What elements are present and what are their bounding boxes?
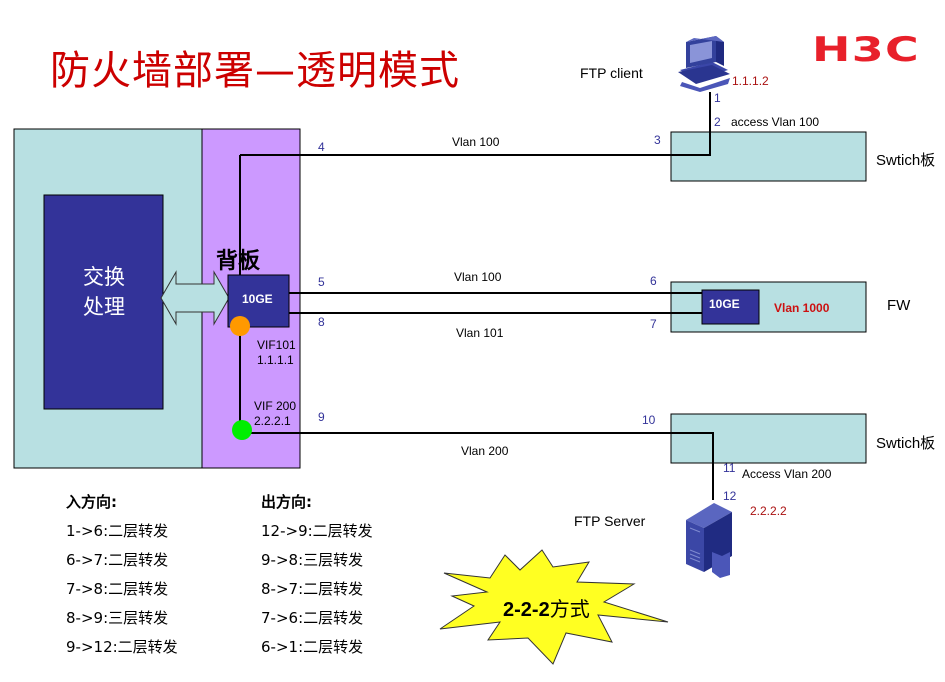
link-fw-lower-vlan: Vlan 101 — [456, 326, 504, 340]
badge-text: 2-2-2方式 — [503, 593, 590, 622]
outbound-row: 12->9:二层转发 — [261, 522, 373, 540]
link-bottom-vlan: Vlan 200 — [461, 444, 509, 458]
badge-suffix: 方式 — [549, 597, 590, 621]
badge-number: 2-2-2 — [503, 599, 550, 621]
vif200-name: VIF 200 — [254, 399, 297, 413]
firewall-module-label: 10GE — [709, 297, 740, 311]
switch-core-label: 交换 处理 — [78, 262, 130, 322]
inbound-row: 8->9:三层转发 — [66, 609, 169, 627]
firewall-vlan: Vlan 1000 — [774, 301, 830, 315]
port-11: 11 — [723, 461, 736, 475]
vif101-dot — [230, 316, 250, 336]
inbound-row: 9->12:二层转发 — [66, 638, 178, 656]
vif101-label: VIF101 1.1.1.1 — [257, 338, 296, 368]
link-top-vlan: Vlan 100 — [452, 135, 500, 149]
switch-top-label: Swtich板 — [876, 152, 936, 169]
switch-core-label-line1: 交换 — [83, 265, 125, 289]
ftp-client-ip: 1.1.1.2 — [732, 74, 769, 88]
outbound-row: 7->6:二层转发 — [261, 609, 364, 627]
switch-core-box — [43, 194, 164, 410]
ftp-client-access-vlan: access Vlan 100 — [731, 115, 820, 129]
port-5: 5 — [318, 275, 325, 289]
inbound-list: 入方向: 1->6:二层转发 6->7:二层转发 7->8:二层转发 8->9:… — [66, 491, 178, 665]
ftp-client-label: FTP client — [580, 65, 643, 81]
port-6: 6 — [650, 274, 657, 288]
inbound-row: 1->6:二层转发 — [66, 522, 169, 540]
inbound-heading: 入方向: — [66, 493, 117, 511]
ftp-server-ip: 2.2.2.2 — [750, 504, 787, 518]
outbound-heading: 出方向: — [261, 493, 312, 511]
outbound-list: 出方向: 12->9:二层转发 9->8:三层转发 8->7:二层转发 7->6… — [261, 491, 373, 665]
page-title: 防火墙部署—透明模式 — [50, 48, 460, 94]
ftp-server-label: FTP Server — [574, 513, 646, 529]
module-10ge-label: 10GE — [242, 292, 273, 306]
ftp-server-access-vlan: Access Vlan 200 — [742, 467, 832, 481]
port-2: 2 — [714, 115, 721, 129]
port-1: 1 — [714, 91, 721, 105]
switch-top-box — [670, 131, 867, 182]
switch-bottom-box — [670, 413, 867, 464]
switch-core-label-line2: 处理 — [83, 295, 125, 319]
badge-burst — [439, 549, 669, 665]
switch-bottom-label: Swtich板 — [876, 435, 936, 452]
inbound-row: 7->8:二层转发 — [66, 580, 169, 598]
outbound-row: 8->7:二层转发 — [261, 580, 364, 598]
link-bottom — [240, 432, 714, 500]
port-4: 4 — [318, 140, 325, 154]
inbound-row: 6->7:二层转发 — [66, 551, 169, 569]
backplane-label: 背板 — [216, 249, 261, 274]
outbound-row: 9->8:三层转发 — [261, 551, 364, 569]
port-3: 3 — [654, 133, 661, 147]
port-10: 10 — [642, 413, 656, 427]
port-8: 8 — [318, 315, 325, 329]
ftp-server-icon — [686, 503, 732, 578]
firewall-box — [670, 281, 867, 333]
h3c-logo: H3C — [812, 30, 921, 70]
firewall-module-10ge — [701, 289, 760, 325]
ftp-client-computer-icon — [678, 36, 730, 92]
outbound-row: 6->1:二层转发 — [261, 638, 364, 656]
port-12: 12 — [723, 489, 737, 503]
vif101-name: VIF101 — [257, 338, 296, 352]
port-9: 9 — [318, 410, 325, 424]
port-7: 7 — [650, 317, 657, 331]
vif200-dot — [232, 420, 252, 440]
vif101-ip: 1.1.1.1 — [257, 353, 294, 367]
link-top-access — [671, 92, 711, 156]
vif200-label: VIF 200 2.2.2.1 — [254, 399, 296, 429]
link-fw-upper-vlan: Vlan 100 — [454, 270, 502, 284]
firewall-label: FW — [887, 297, 911, 314]
vif200-ip: 2.2.2.1 — [254, 414, 291, 428]
